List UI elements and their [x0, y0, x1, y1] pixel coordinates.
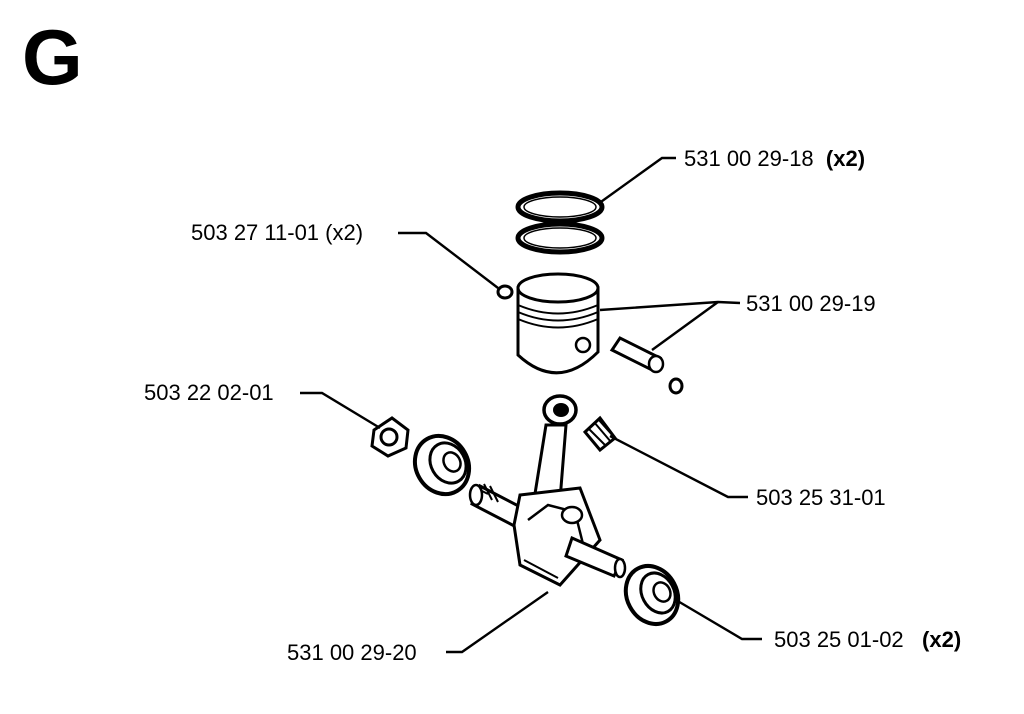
piston-ring-part-number: 531 00 29-18: [684, 146, 814, 171]
crankshaft-part-number: 531 00 29-20: [287, 640, 417, 665]
callout-piston-ring: 531 00 29-18 (x2): [684, 148, 865, 170]
circlip-part-number: 503 27 11-01 (x2): [191, 220, 364, 245]
circlip-left: [496, 284, 514, 300]
needle-bearing: [582, 415, 618, 453]
piston-rings: [515, 190, 605, 255]
piston-pin: [609, 336, 684, 395]
nut-part-number: 503 22 02-01: [144, 380, 274, 405]
leader-lines: [300, 156, 762, 654]
piston-part-number: 531 00 29-19: [746, 291, 876, 316]
ball-bearing-quantity: (x2): [922, 627, 962, 652]
section-letter: G: [22, 13, 83, 101]
piston: [516, 272, 600, 375]
callout-piston: 531 00 29-19: [746, 293, 876, 315]
nut: [370, 416, 410, 458]
callout-crankshaft: 531 00 29-20: [287, 642, 417, 664]
ball-bearing-part-number: 503 25 01-02: [774, 627, 904, 652]
needle-bearing-part-number: 503 25 31-01: [756, 485, 886, 510]
callout-nut: 503 22 02-01: [144, 382, 274, 404]
ball-bearing-right: [623, 564, 681, 626]
crankshaft: [468, 394, 627, 587]
callout-needle-bearing: 503 25 31-01: [756, 487, 886, 509]
callout-circlip: 503 27 11-01 (x2): [191, 222, 363, 244]
ball-bearing-left: [412, 433, 472, 497]
callout-ball-bearing: 503 25 01-02 (x2): [774, 629, 961, 651]
piston-ring-quantity: (x2): [825, 146, 866, 171]
